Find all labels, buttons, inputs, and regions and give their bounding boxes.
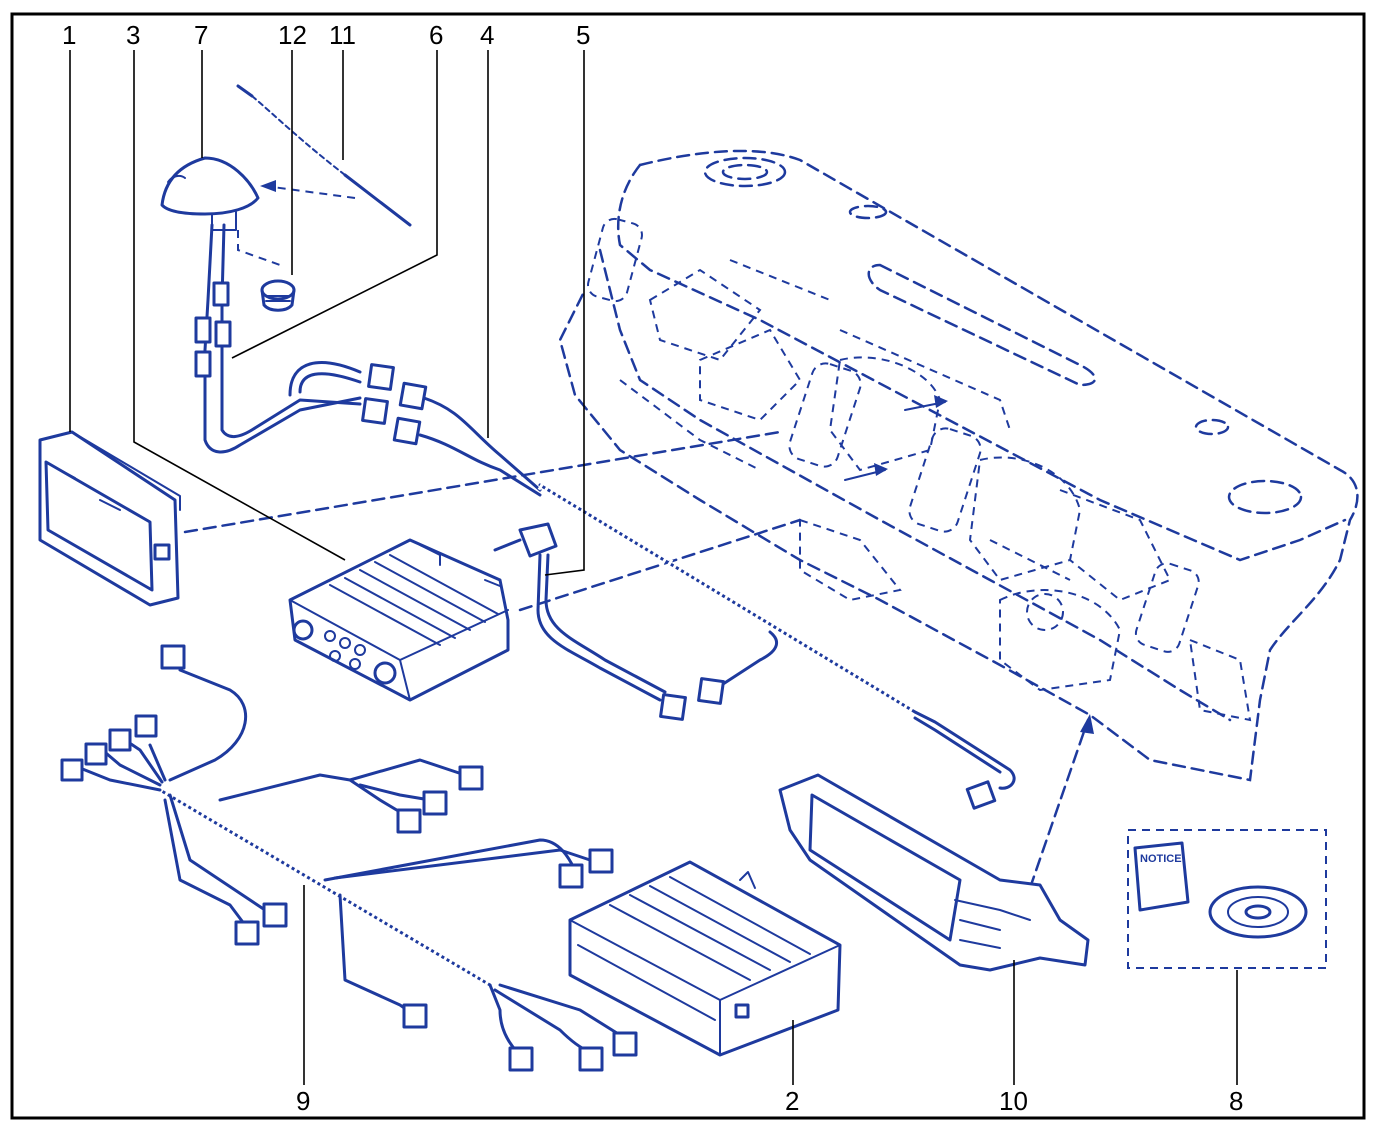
label-5: 5 — [576, 20, 590, 50]
label-3: 3 — [126, 20, 140, 50]
assembly-line-radio — [518, 518, 802, 612]
wiring-harness — [60, 644, 638, 1072]
dashboard-outline — [558, 149, 1359, 782]
label-10: 10 — [999, 1086, 1028, 1116]
label-9: 9 — [296, 1086, 310, 1116]
label-4: 4 — [480, 20, 494, 50]
label-7: 7 — [194, 20, 208, 50]
arrow-head-icon — [934, 395, 948, 408]
antenna-rod-assembly-line — [264, 185, 356, 199]
display-screen — [38, 430, 181, 607]
antenna-rod — [236, 84, 412, 227]
cd-unit — [568, 860, 842, 1057]
notice-booklet-label: NOTICE — [1140, 853, 1182, 865]
antenna-cable — [194, 223, 395, 454]
antenna-base — [160, 156, 260, 231]
documentation-kit: NOTICE — [1127, 829, 1327, 969]
label-12: 12 — [278, 20, 307, 50]
leader-lines — [69, 50, 1238, 1085]
label-1: 1 — [62, 20, 76, 50]
arrow-head-icon — [260, 180, 276, 192]
label-2: 2 — [785, 1086, 799, 1116]
label-6: 6 — [429, 20, 443, 50]
arrow-head-icon — [874, 463, 888, 476]
diagram-frame — [10, 12, 1366, 1120]
label-11: 11 — [329, 20, 356, 50]
radio-unit — [288, 538, 510, 702]
aux-cable — [493, 522, 779, 721]
nut-assembly-line — [237, 230, 281, 266]
trim-bezel — [778, 773, 1090, 972]
assembly-line-screen — [183, 430, 782, 534]
label-8: 8 — [1229, 1086, 1243, 1116]
antenna-nut — [260, 279, 296, 312]
arrow-head-icon — [1080, 714, 1094, 734]
main-cable — [392, 381, 1016, 810]
assembly-line-bezel — [1028, 718, 1090, 890]
